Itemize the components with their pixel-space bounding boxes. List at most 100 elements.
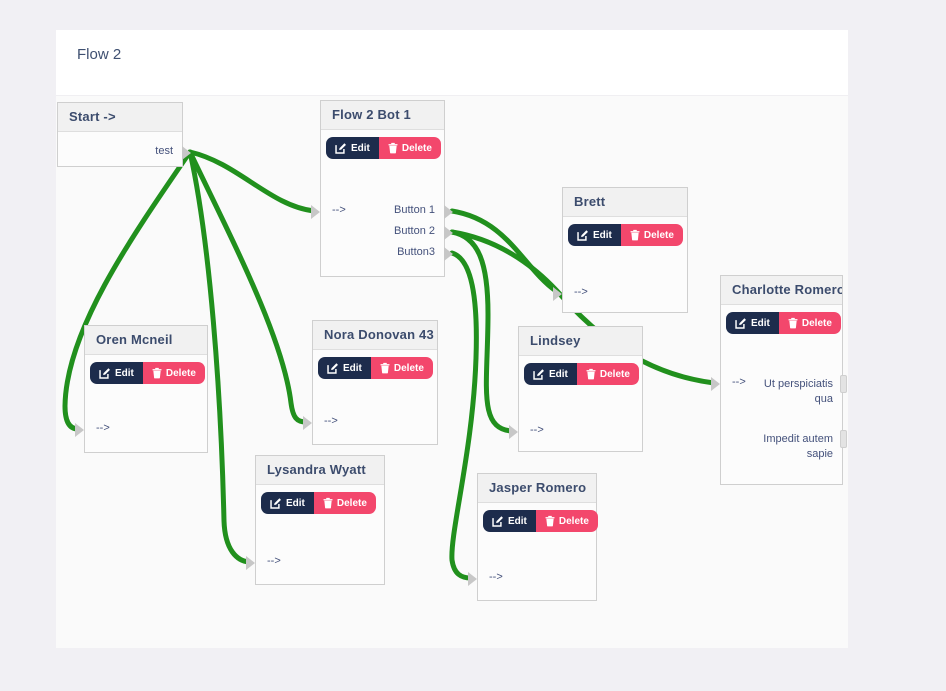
- in-port-charlotte[interactable]: [711, 377, 720, 391]
- edit-pencil-icon: [99, 368, 110, 379]
- flow-header-bar: Flow 2: [56, 30, 848, 96]
- node-actions: Edit Delete: [326, 137, 441, 159]
- out-port-bot1-1[interactable]: [444, 226, 453, 240]
- edit-pencil-icon: [327, 363, 338, 374]
- out-port-label-charlotte-1: Impedit autem sapie: [763, 433, 833, 460]
- node-actions: Edit Delete: [524, 363, 639, 385]
- in-port-jasper[interactable]: [468, 572, 477, 586]
- in-port-label: -->: [332, 204, 346, 216]
- edit-button[interactable]: Edit: [568, 224, 621, 246]
- edit-button-label: Edit: [593, 229, 612, 241]
- node-title: Oren Mcneil: [85, 326, 207, 355]
- trash-icon: [323, 497, 333, 509]
- delete-button-label: Delete: [801, 317, 832, 329]
- delete-button[interactable]: Delete: [576, 363, 639, 385]
- node-title: Lindsey: [519, 327, 642, 356]
- delete-button-label: Delete: [393, 362, 424, 374]
- trash-icon: [630, 229, 640, 241]
- edit-button[interactable]: Edit: [326, 137, 379, 159]
- delete-button[interactable]: Delete: [142, 362, 205, 384]
- out-port-start-0[interactable]: [182, 146, 191, 160]
- edit-pencil-icon: [335, 143, 346, 154]
- edit-button[interactable]: Edit: [261, 492, 314, 514]
- edit-button-label: Edit: [508, 515, 527, 527]
- node-start[interactable]: Start -> test: [57, 102, 191, 167]
- delete-button-label: Delete: [165, 367, 196, 379]
- edit-button-label: Edit: [286, 497, 305, 509]
- trash-icon: [545, 515, 555, 527]
- edit-button-label: Edit: [751, 317, 770, 329]
- trash-icon: [152, 367, 162, 379]
- delete-button-label: Delete: [336, 497, 367, 509]
- in-port-label: -->: [96, 422, 110, 434]
- trash-icon: [380, 362, 390, 374]
- out-port-bot1-0[interactable]: [444, 205, 453, 219]
- in-port-nora[interactable]: [303, 416, 312, 430]
- edit-pencil-icon: [533, 369, 544, 380]
- node-actions: Edit Delete: [568, 224, 683, 246]
- node-title: Charlotte Romero: [721, 276, 842, 305]
- out-port-label-start-0: test: [155, 145, 173, 157]
- delete-button[interactable]: Delete: [535, 510, 598, 532]
- node-title: Flow 2 Bot 1: [321, 101, 444, 130]
- edit-pencil-icon: [492, 516, 503, 527]
- in-port-brett[interactable]: [553, 287, 562, 301]
- out-port-label-charlotte-0: Ut perspiciatis qua: [763, 378, 833, 405]
- delete-button-label: Delete: [401, 142, 432, 154]
- node-title: Brett: [563, 188, 687, 217]
- trash-icon: [788, 317, 798, 329]
- delete-button-label: Delete: [558, 515, 589, 527]
- node-title: Lysandra Wyatt: [256, 456, 384, 485]
- out-port-nub-charlotte-1[interactable]: [840, 430, 847, 448]
- edit-button-label: Edit: [115, 367, 134, 379]
- in-port-label: -->: [324, 415, 338, 427]
- edit-pencil-icon: [577, 230, 588, 241]
- out-port-label-bot1-0: Button 1: [394, 204, 435, 216]
- edit-button[interactable]: Edit: [483, 510, 536, 532]
- edit-button-label: Edit: [549, 368, 568, 380]
- in-port-label: -->: [574, 286, 588, 298]
- in-port-oren[interactable]: [75, 423, 84, 437]
- node-title: Jasper Romero: [478, 474, 596, 503]
- delete-button-label: Delete: [643, 229, 674, 241]
- delete-button[interactable]: Delete: [313, 492, 376, 514]
- in-port-lysandra[interactable]: [246, 556, 255, 570]
- edit-button[interactable]: Edit: [318, 357, 371, 379]
- node-actions: Edit Delete: [261, 492, 379, 514]
- delete-button-label: Delete: [599, 368, 630, 380]
- delete-button[interactable]: Delete: [378, 137, 441, 159]
- node-actions: Edit Delete: [726, 312, 841, 334]
- out-port-bot1-2[interactable]: [444, 247, 453, 261]
- delete-button[interactable]: Delete: [778, 312, 841, 334]
- edit-button-label: Edit: [351, 142, 370, 154]
- in-port-label: -->: [267, 555, 281, 567]
- edit-pencil-icon: [270, 498, 281, 509]
- page-title: Flow 2: [77, 46, 122, 63]
- in-port-label: -->: [732, 376, 746, 388]
- delete-button[interactable]: Delete: [620, 224, 683, 246]
- in-port-lindsey[interactable]: [509, 425, 518, 439]
- edit-button[interactable]: Edit: [90, 362, 143, 384]
- edit-pencil-icon: [735, 318, 746, 329]
- edit-button[interactable]: Edit: [524, 363, 577, 385]
- out-port-nub-charlotte-0[interactable]: [840, 375, 847, 393]
- in-port-bot1[interactable]: [311, 205, 320, 219]
- node-actions: Edit Delete: [318, 357, 433, 379]
- delete-button[interactable]: Delete: [370, 357, 433, 379]
- in-port-label: -->: [530, 424, 544, 436]
- in-port-label: -->: [489, 571, 503, 583]
- trash-icon: [586, 368, 596, 380]
- node-title: Start ->: [58, 103, 182, 132]
- node-actions: Edit Delete: [483, 510, 598, 532]
- node-actions: Edit Delete: [90, 362, 205, 384]
- edit-button[interactable]: Edit: [726, 312, 779, 334]
